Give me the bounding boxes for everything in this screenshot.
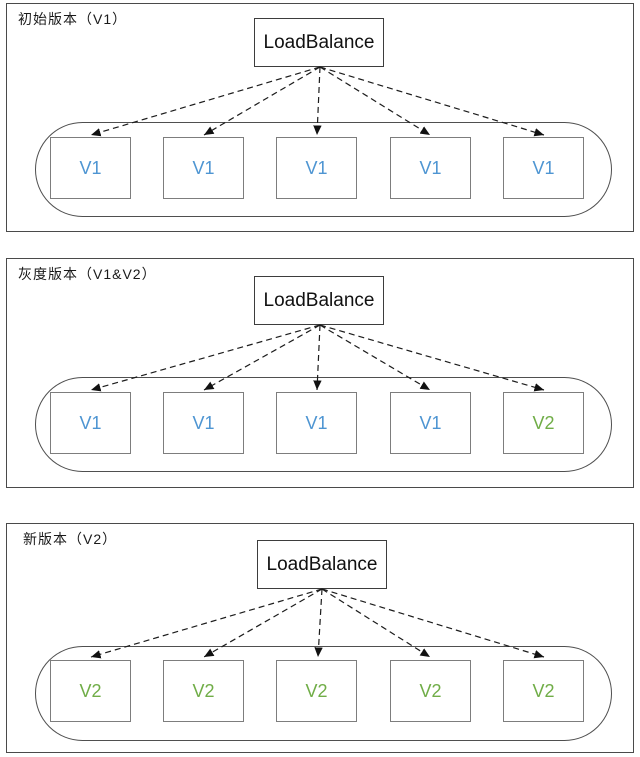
loadbalancer-node: LoadBalance <box>254 276 384 325</box>
server-node: V2 <box>390 660 471 722</box>
server-node: V1 <box>503 137 584 199</box>
server-node: V2 <box>503 660 584 722</box>
panel-title: 灰度版本（V1&V2） <box>18 266 157 282</box>
panel-title: 新版本（V2） <box>23 531 118 547</box>
panel-initial-version: 初始版本（V1） LoadBalance V1 V1 V1 V1 V1 <box>6 3 634 232</box>
server-node: V1 <box>390 392 471 454</box>
server-node: V1 <box>390 137 471 199</box>
server-node: V1 <box>276 137 357 199</box>
server-node: V1 <box>163 137 244 199</box>
loadbalancer-node: LoadBalance <box>257 540 387 589</box>
server-node: V1 <box>276 392 357 454</box>
server-node: V2 <box>276 660 357 722</box>
panel-title: 初始版本（V1） <box>18 11 128 27</box>
panel-gray-version: 灰度版本（V1&V2） LoadBalance V1 V1 V1 V1 V2 <box>6 258 634 488</box>
server-node: V1 <box>163 392 244 454</box>
panel-new-version: 新版本（V2） LoadBalance V2 V2 V2 V2 V2 <box>6 523 634 753</box>
server-node: V2 <box>50 660 131 722</box>
server-node: V1 <box>50 137 131 199</box>
server-node: V1 <box>50 392 131 454</box>
server-node: V2 <box>163 660 244 722</box>
loadbalancer-node: LoadBalance <box>254 18 384 67</box>
server-node: V2 <box>503 392 584 454</box>
